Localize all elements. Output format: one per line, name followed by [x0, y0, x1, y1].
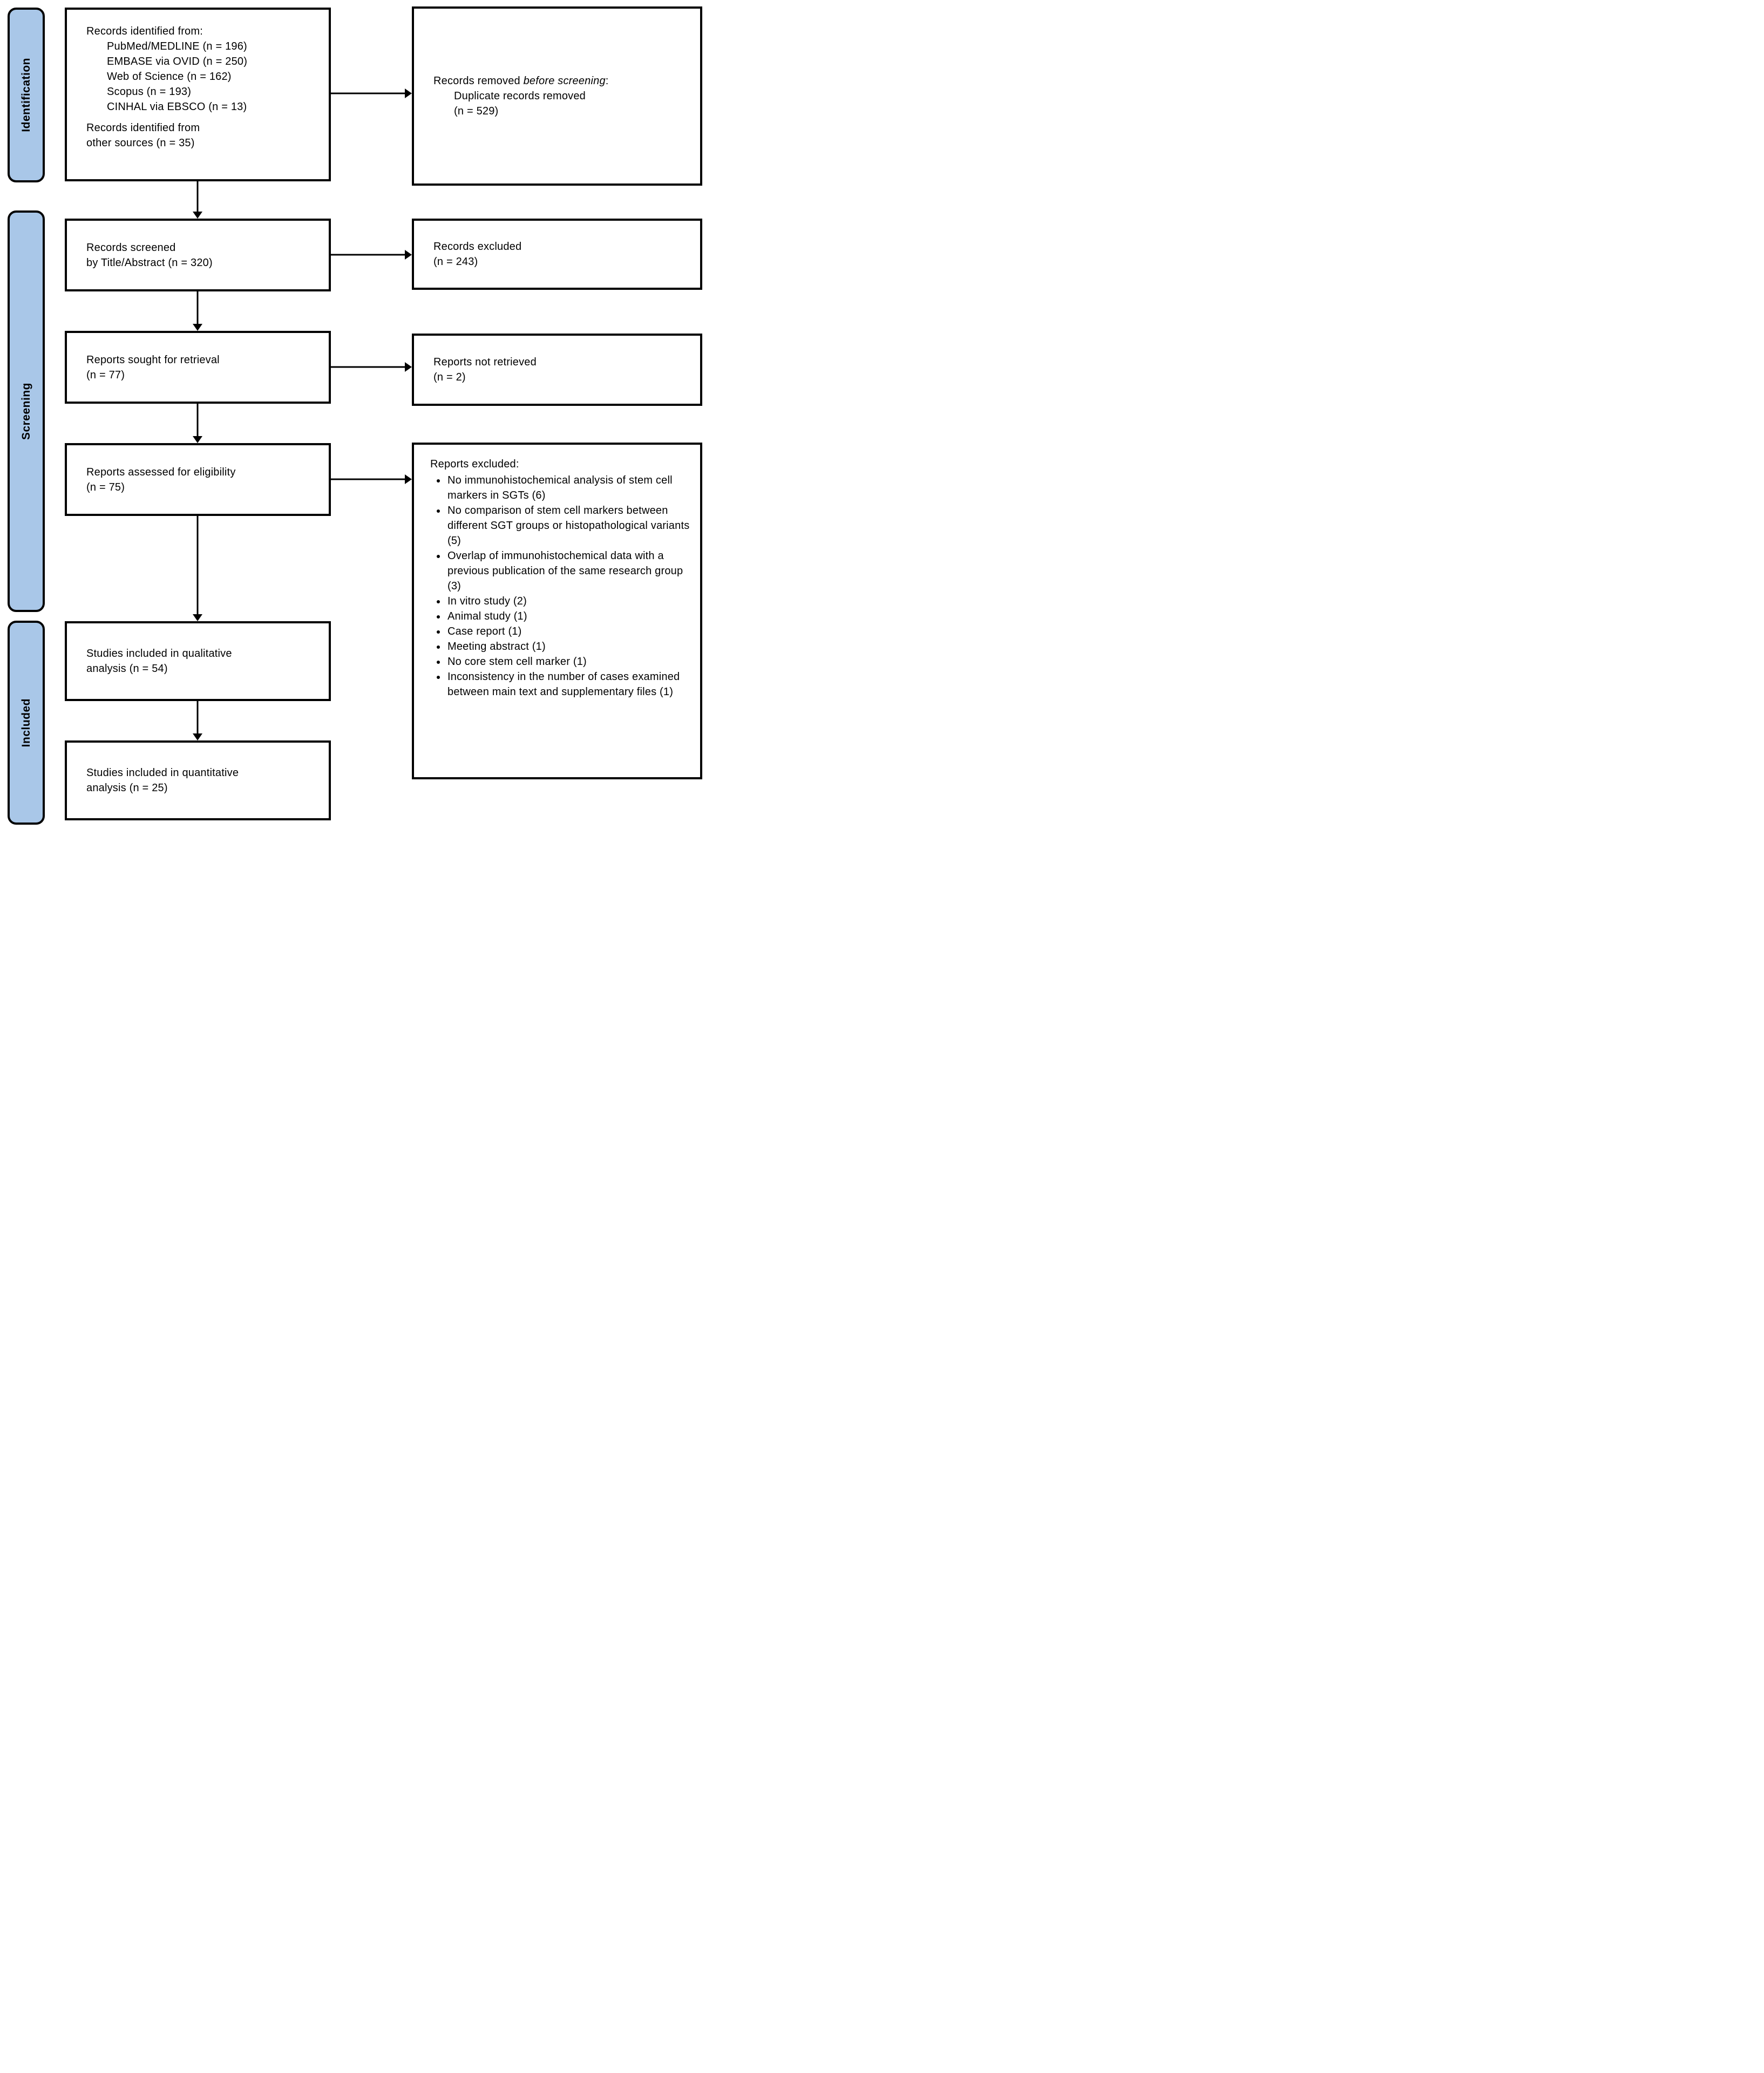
records-removed-line3: (n = 529) — [454, 105, 499, 117]
list-item: No comparison of stem cell markers betwe… — [446, 503, 691, 548]
reports-excluded-heading: Reports excluded: — [430, 458, 519, 470]
stage-bar-included: Included — [8, 621, 45, 825]
box-records-screened: Records screened by Title/Abstract (n = … — [65, 219, 331, 291]
arrow-identified-to-screened — [193, 181, 202, 219]
records-removed-prefix: Records removed — [433, 75, 524, 87]
box-qualitative-included: Studies included in qualitative analysis… — [65, 621, 331, 701]
reports-not-retrieved-line2: (n = 2) — [433, 371, 466, 383]
records-identified-sources: PubMed/MEDLINE (n = 196) EMBASE via OVID … — [86, 39, 321, 114]
records-identified-other-line1: Records identified from — [86, 122, 200, 134]
arrow-assessed-to-reports-excluded — [331, 474, 412, 484]
list-item: Scopus (n = 193) — [107, 86, 192, 98]
box-reports-not-retrieved: Reports not retrieved (n = 2) — [412, 334, 702, 406]
reports-assessed-line2: (n = 75) — [86, 481, 125, 493]
list-item: No immunohistochemical analysis of stem … — [446, 473, 691, 503]
stage-label-included: Included — [19, 698, 32, 747]
reports-sought-line1: Reports sought for retrieval — [86, 354, 220, 366]
list-item: Meeting abstract (1) — [446, 639, 691, 654]
list-item: CINHAL via EBSCO (n = 13) — [107, 101, 247, 113]
quantitative-line2: analysis (n = 25) — [86, 782, 168, 794]
list-item: Animal study (1) — [446, 609, 691, 624]
box-records-removed: Records removed before screening: Duplic… — [412, 6, 702, 186]
arrow-screened-to-sought — [193, 291, 202, 331]
arrow-sought-to-not-retrieved — [331, 362, 412, 372]
box-reports-excluded: Reports excluded: No immunohistochemical… — [412, 443, 702, 779]
box-quantitative-included: Studies included in quantitative analysi… — [65, 740, 331, 820]
records-excluded-line1: Records excluded — [433, 241, 522, 253]
arrow-screened-to-excluded — [331, 250, 412, 260]
list-item: Overlap of immunohistochemical data with… — [446, 548, 691, 594]
stage-bar-screening: Screening — [8, 210, 45, 612]
arrow-sought-to-assessed — [193, 404, 202, 443]
reports-sought-line2: (n = 77) — [86, 369, 125, 381]
records-identified-other-line2: other sources (n = 35) — [86, 137, 195, 149]
list-item: Case report (1) — [446, 624, 691, 639]
reports-excluded-reasons: No immunohistochemical analysis of stem … — [430, 473, 691, 699]
stage-label-identification: Identification — [19, 58, 32, 132]
records-identified-heading: Records identified from: — [86, 25, 203, 37]
qualitative-line2: analysis (n = 54) — [86, 663, 168, 675]
list-item: PubMed/MEDLINE (n = 196) — [107, 40, 247, 52]
list-item: Web of Science (n = 162) — [107, 71, 232, 83]
arrow-assessed-to-qualitative — [193, 516, 202, 621]
box-reports-sought: Reports sought for retrieval (n = 77) — [65, 331, 331, 404]
records-screened-line1: Records screened — [86, 241, 176, 254]
records-excluded-line2: (n = 243) — [433, 256, 478, 268]
records-removed-italic: before screening — [523, 75, 606, 87]
records-removed-line2: Duplicate records removed — [454, 90, 586, 102]
list-item: In vitro study (2) — [446, 594, 691, 609]
box-records-excluded: Records excluded (n = 243) — [412, 219, 702, 290]
reports-not-retrieved-line1: Reports not retrieved — [433, 356, 537, 368]
quantitative-line1: Studies included in quantitative — [86, 767, 239, 779]
records-removed-suffix: : — [605, 75, 609, 87]
box-records-identified: Records identified from: PubMed/MEDLINE … — [65, 8, 331, 181]
box-reports-assessed: Reports assessed for eligibility (n = 75… — [65, 443, 331, 516]
arrow-qualitative-to-quantitative — [193, 701, 202, 740]
qualitative-line1: Studies included in qualitative — [86, 648, 232, 660]
list-item: Inconsistency in the number of cases exa… — [446, 669, 691, 699]
list-item: EMBASE via OVID (n = 250) — [107, 56, 248, 67]
stage-bar-identification: Identification — [8, 8, 45, 182]
records-removed-line1: Records removed before screening: — [433, 73, 693, 89]
records-screened-line2: by Title/Abstract (n = 320) — [86, 256, 213, 269]
arrow-identified-to-removed — [331, 89, 412, 98]
stage-label-screening: Screening — [19, 382, 32, 440]
reports-assessed-line1: Reports assessed for eligibility — [86, 466, 236, 478]
prisma-flow-diagram: Identification Screening Included Record… — [0, 0, 705, 829]
list-item: No core stem cell marker (1) — [446, 654, 691, 669]
